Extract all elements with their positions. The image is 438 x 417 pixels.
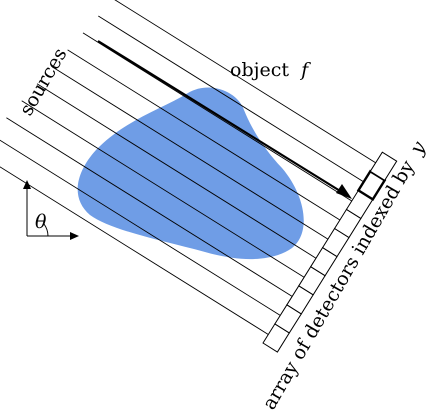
projection-line [98,15,364,183]
projection-line [114,0,376,164]
highlighted-ray [97,40,346,195]
projection-line [36,83,317,259]
detectors-symbol: y [405,138,430,159]
object-symbol: f [299,59,311,81]
projection-line [52,66,329,240]
projection-line [0,166,269,335]
detector-array [262,151,398,353]
projection-lines [0,0,376,335]
angle-axis-arrow-right [70,232,79,240]
detector-cell [369,151,398,181]
projection-line [21,100,305,278]
highlighted-ray-arrowhead [336,184,352,199]
object-label-text: object [230,59,289,81]
projection-line [67,49,341,221]
projection-line [82,32,353,202]
angle-indicator [26,185,74,237]
projection-line [6,117,293,297]
sources-label: sources [15,44,71,119]
projection-line [0,139,281,316]
angle-label: θ [35,211,47,233]
object-blob [77,87,304,260]
object-label: object f [230,59,311,81]
angle-axis-arrow-up [23,180,31,189]
